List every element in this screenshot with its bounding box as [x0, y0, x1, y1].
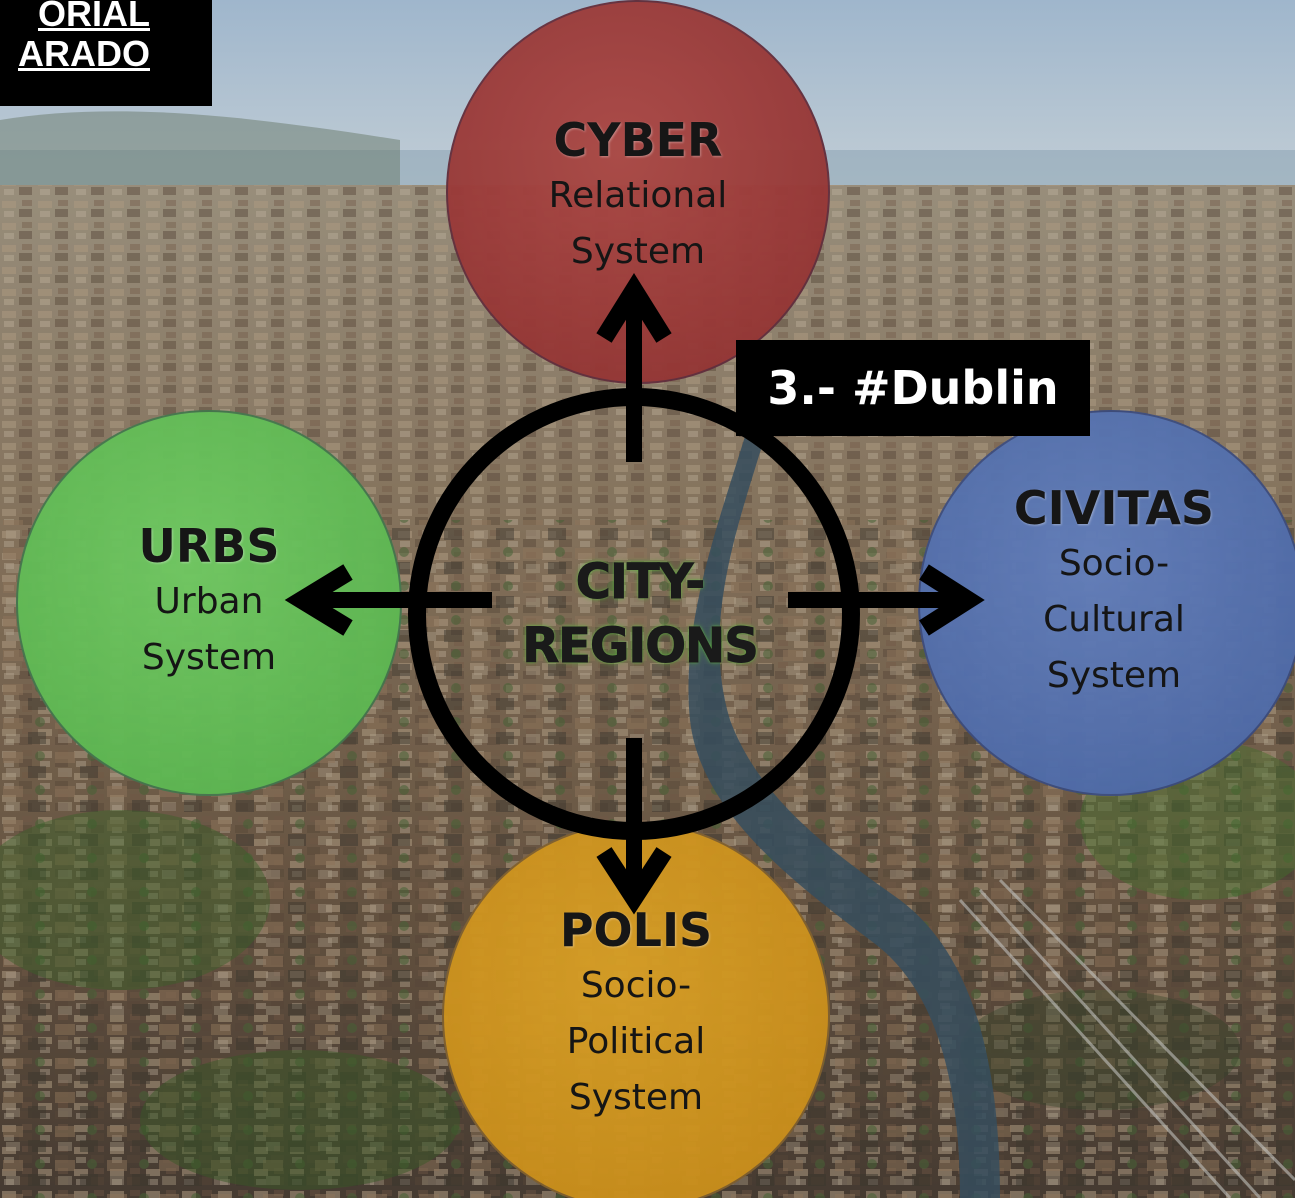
polis-node: POLIS Socio- Political System — [442, 822, 830, 1198]
civitas-title: CIVITAS — [1013, 481, 1215, 535]
dublin-tag: 3.- #Dublin — [736, 340, 1090, 436]
civitas-subtitle: Socio- Cultural System — [1043, 543, 1185, 696]
corner-title-line-1: ORIAL — [38, 0, 150, 34]
polis-subtitle: Socio- Political System — [566, 965, 706, 1118]
cyber-subtitle: Relational System — [548, 175, 728, 272]
polis-title: POLIS — [559, 903, 713, 957]
corner-title-box: ORIAL ARADO — [0, 0, 212, 106]
cyber-title: CYBER — [553, 113, 723, 167]
center-label: CITY- REGIONS — [522, 554, 760, 675]
civitas-node: CIVITAS Socio- Cultural System — [918, 410, 1295, 796]
urbs-node: URBS Urban System — [16, 410, 402, 796]
cyber-node: CYBER Relational System — [446, 0, 830, 384]
urbs-title: URBS — [138, 519, 280, 573]
corner-title-line-2: ARADO — [18, 33, 150, 74]
urbs-subtitle: Urban System — [141, 581, 277, 678]
